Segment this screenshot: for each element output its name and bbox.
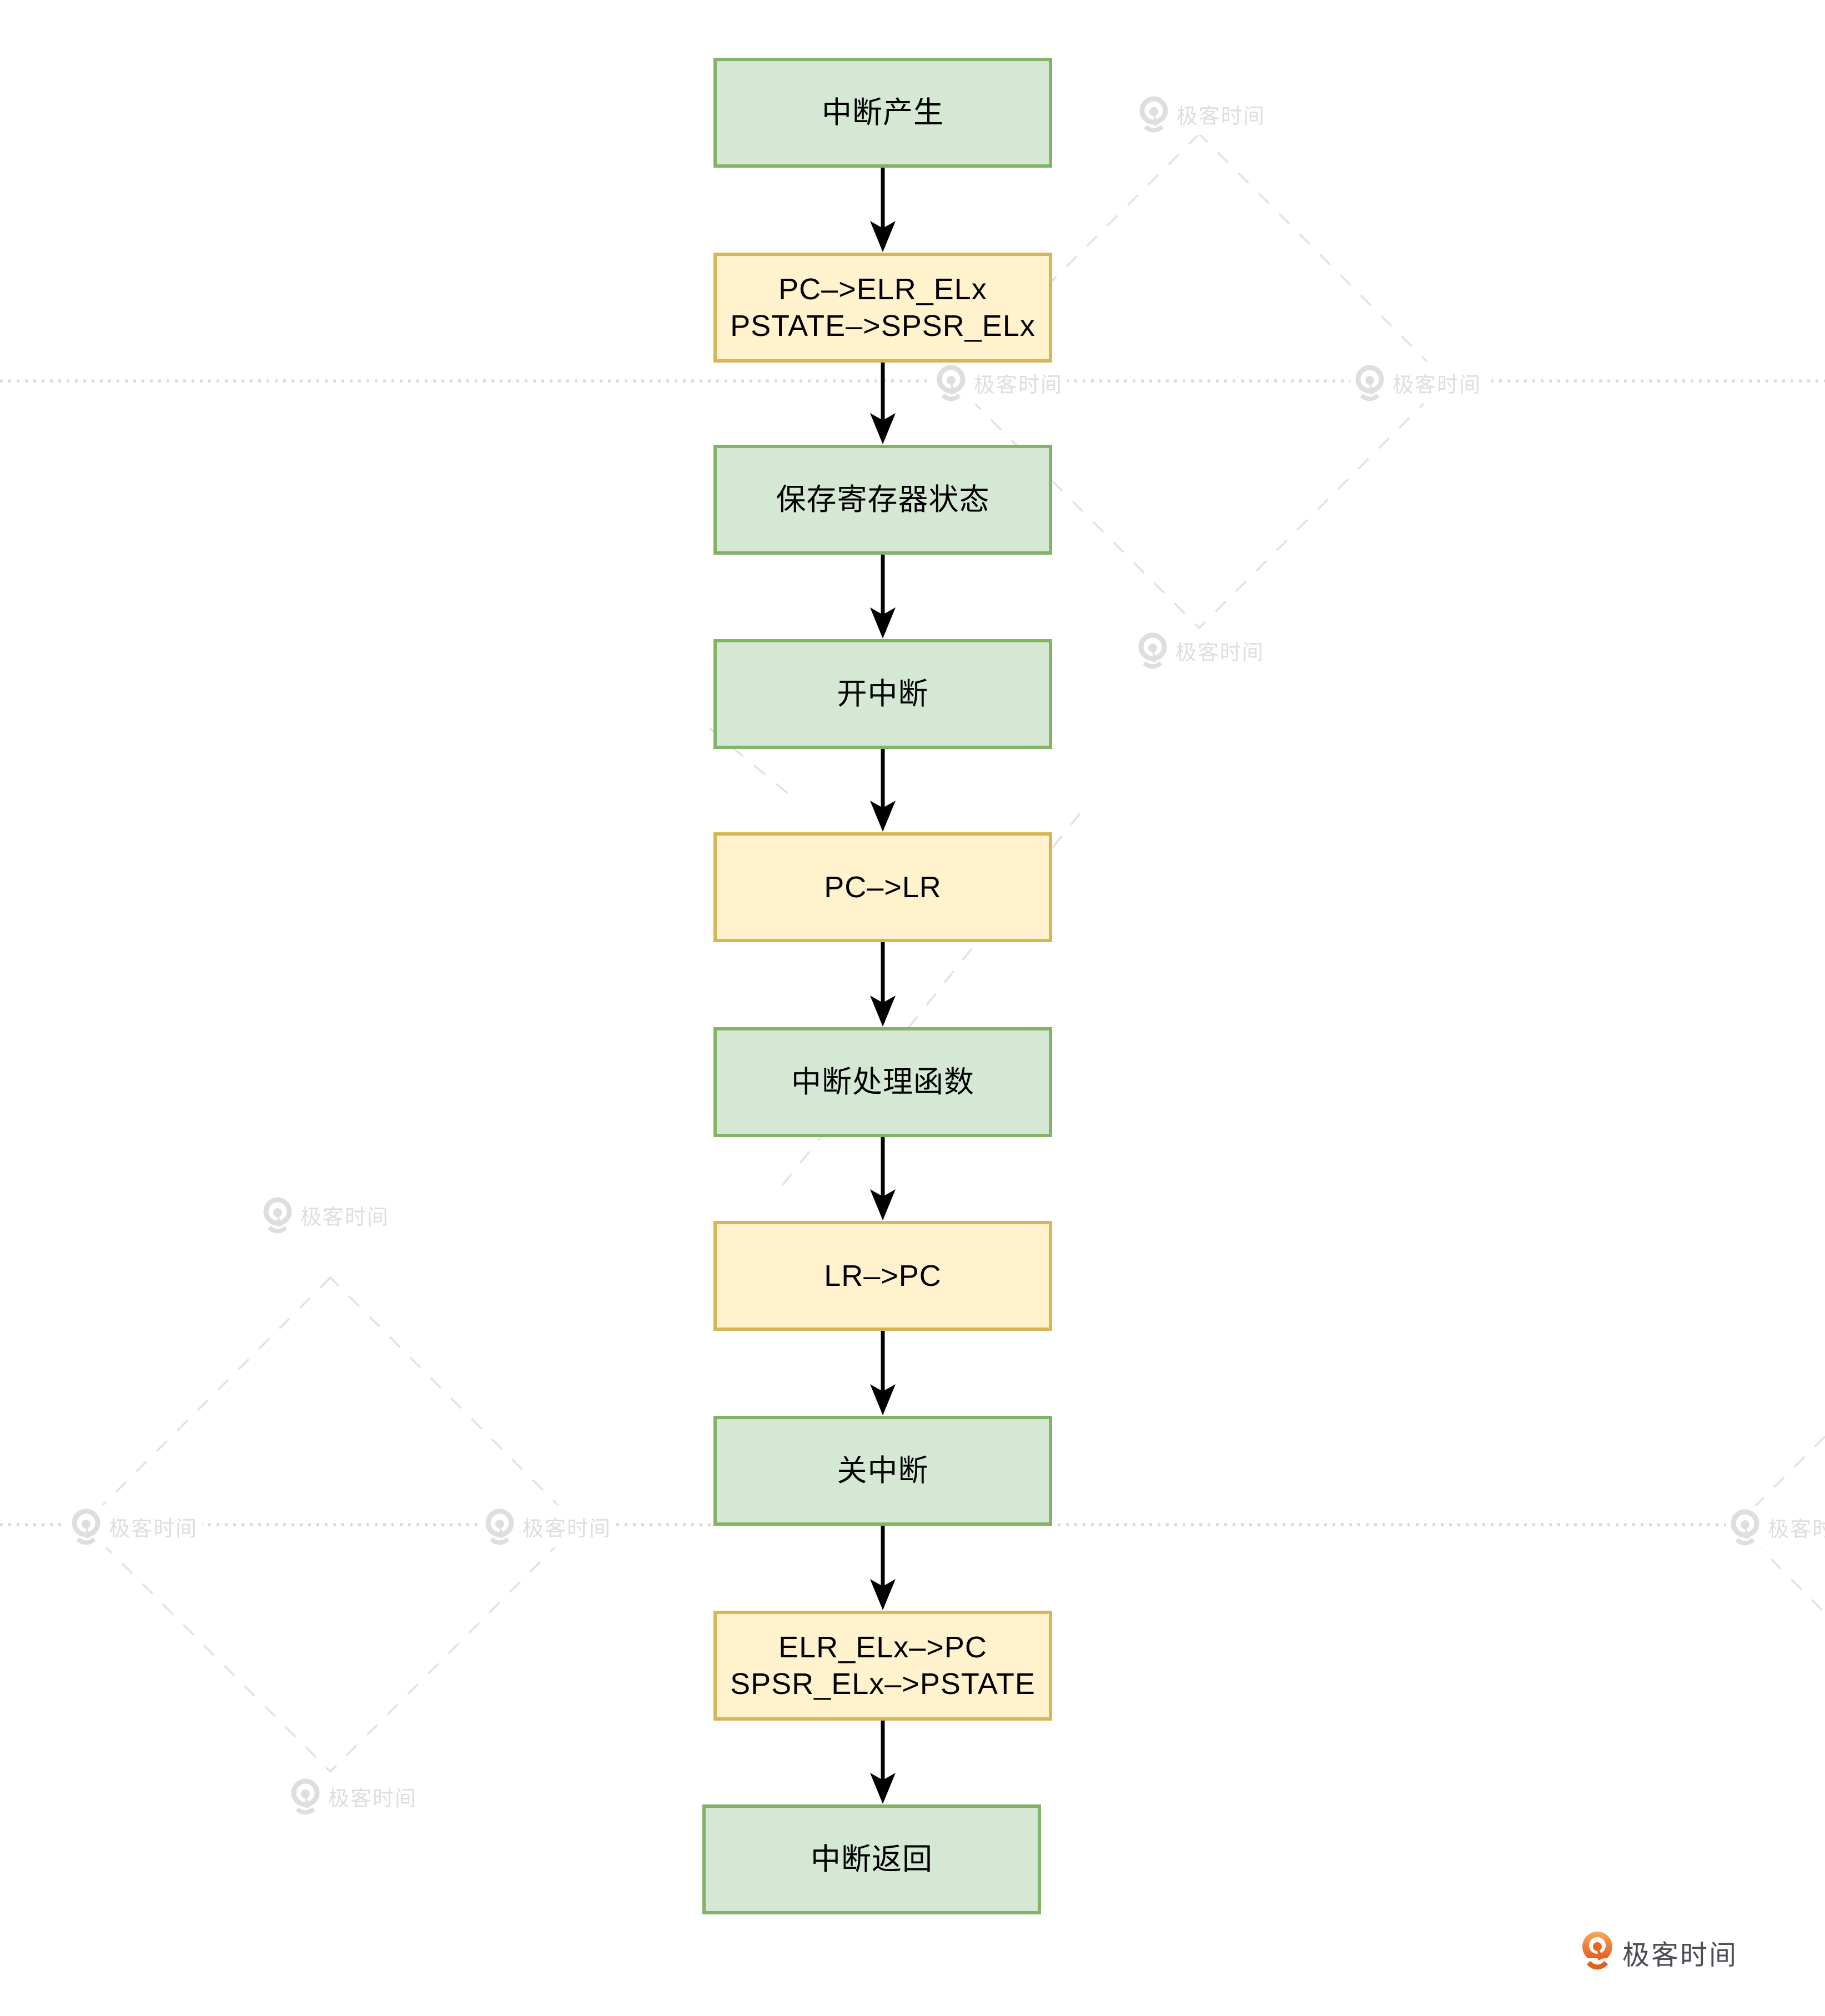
geektime-watermark-icon [263,1197,292,1234]
geektime-watermark: 极客时间 [258,1194,394,1236]
flow-arrow [870,361,896,444]
flow-node-interrupt-occurs: 中断产生 [713,58,1052,168]
geektime-footer-logo: 极客时间 [1581,1931,1738,1974]
geektime-watermark-text: 极客时间 [1768,1517,1825,1541]
flow-arrow [870,1525,896,1610]
geektime-watermark: 极客时间 [932,361,1068,404]
flow-arrow [870,748,896,832]
geektime-watermark: 极客时间 [1350,361,1486,404]
geektime-watermark-text: 极客时间 [328,1787,418,1811]
geektime-watermark-text: 极客时间 [300,1205,390,1229]
geektime-watermark-icon [937,365,966,401]
geektime-watermark-icon [1731,1509,1759,1546]
flow-arrow [870,167,896,252]
geektime-watermark-text: 极客时间 [1392,373,1482,397]
flow-node-disable-interrupts: 关中断 [713,1416,1052,1526]
flow-node-interrupt-handler: 中断处理函数 [713,1027,1052,1137]
flow-arrow [870,1136,896,1220]
flow-node-pc-to-lr: PC–>LR [713,832,1052,942]
flow-arrow [870,1330,896,1415]
geektime-footer-text: 极客时间 [1622,1940,1738,1970]
geektime-watermark-icon [72,1509,100,1545]
geektime-logo-icon [1581,1932,1613,1970]
flow-arrow [870,1720,896,1804]
geektime-watermark: 极客时间 [67,1505,203,1547]
flow-node-lr-to-pc: LR–>PC [713,1221,1052,1331]
geektime-watermark-icon [1139,96,1168,133]
watermark-diamond [82,1276,579,1773]
flow-node-save-registers: 保存寄存器状态 [713,445,1052,555]
geektime-watermark: 极客时间 [1133,629,1269,671]
geektime-watermark-icon [291,1778,320,1815]
flow-arrow [870,554,896,639]
geektime-watermark-text: 极客时间 [1175,641,1265,665]
geektime-watermark: 极客时间 [480,1505,616,1547]
geektime-watermark-text: 极客时间 [1177,104,1266,128]
flow-node-restore-pc-pstate: ELR_ELx–>PC SPSR_ELx–>PSTATE [713,1611,1052,1721]
flow-arrow [870,941,896,1027]
geektime-watermark: 极客时间 [286,1775,422,1817]
flow-node-save-pc-pstate: PC–>ELR_ELx PSTATE–>SPSR_ELx [713,253,1052,363]
flow-node-interrupt-return: 中断返回 [702,1804,1041,1914]
geektime-watermark-text: 极客时间 [109,1517,198,1541]
flow-node-enable-interrupts: 开中断 [713,639,1052,749]
geektime-watermark: 极客时间 [1726,1506,1825,1548]
geektime-watermark-icon [1355,365,1384,401]
geektime-watermark-icon [1138,632,1167,669]
geektime-watermark-text: 极客时间 [522,1517,612,1541]
watermark-diagonal [708,727,796,801]
geektime-watermark: 极客时间 [1134,93,1270,135]
geektime-watermark-text: 极客时间 [974,373,1063,397]
geektime-watermark-icon [485,1509,514,1545]
